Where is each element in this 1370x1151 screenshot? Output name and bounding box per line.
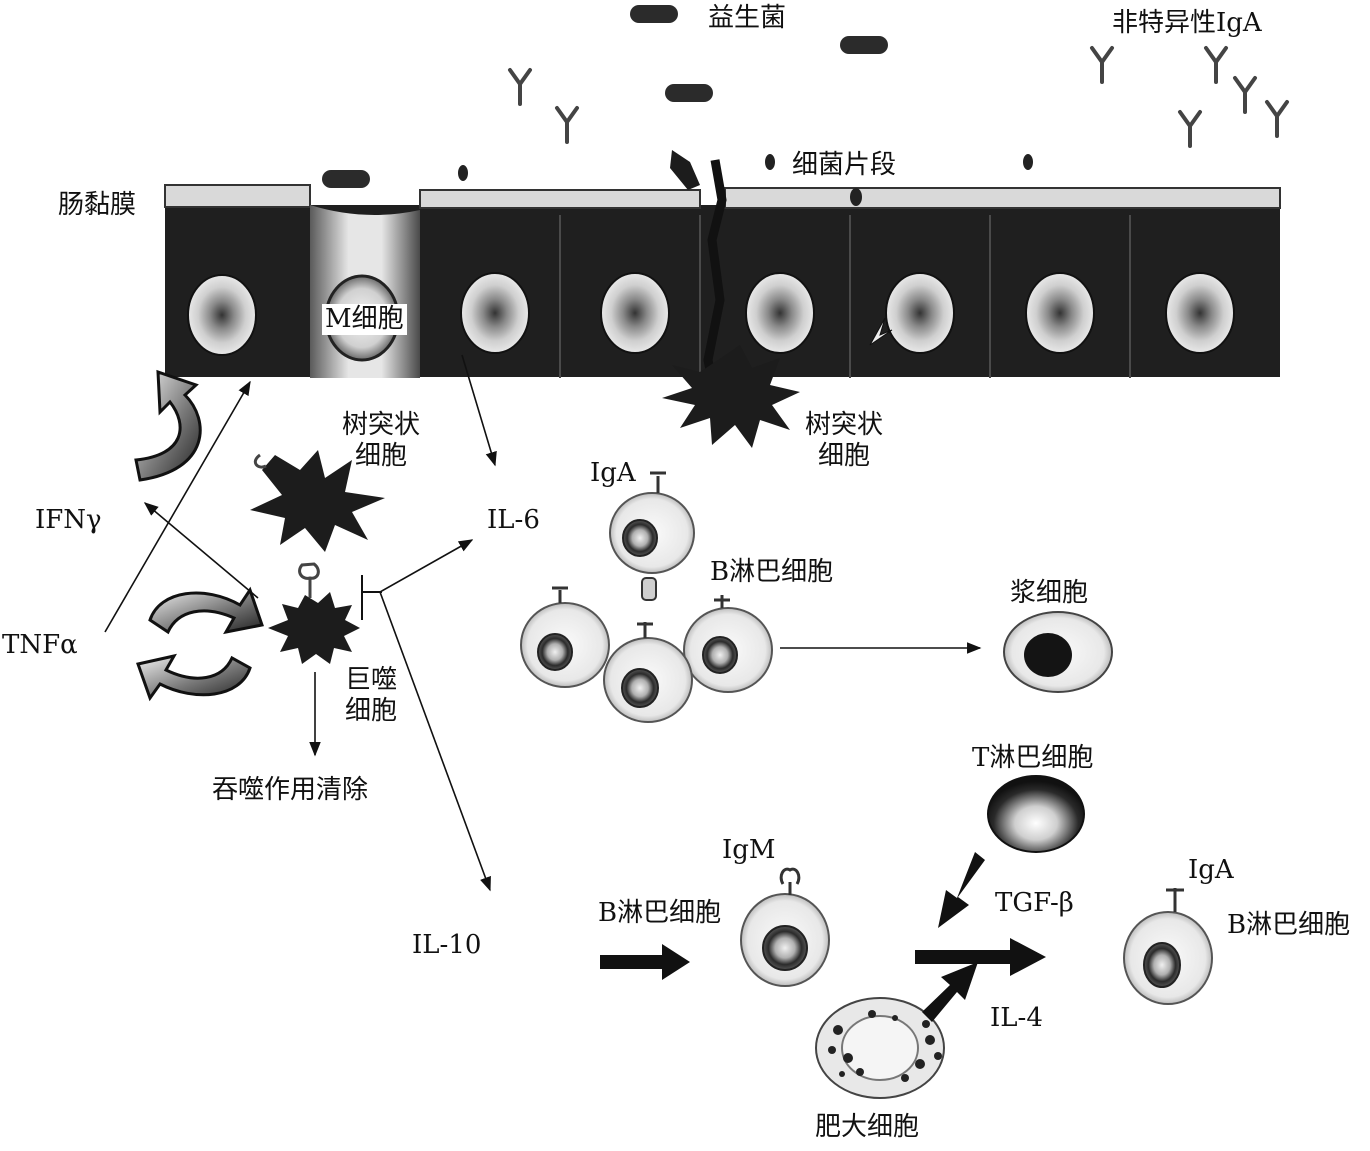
- tgf-beta-label: TGF-β: [995, 888, 1074, 918]
- phagocytic-clearance-label: 吞噬作用清除: [212, 775, 369, 805]
- intestinal-mucosa-label: 肠黏膜: [58, 190, 137, 220]
- mast-cell-shape: [815, 997, 945, 1099]
- macrophage-label: 巨噬 细胞: [345, 665, 397, 726]
- recycle-arrows: [136, 586, 264, 702]
- t-lymphocyte-label: T淋巴细胞: [972, 743, 1094, 773]
- nonspecific-iga-label: 非特异性IgA: [1112, 8, 1262, 38]
- inhibition-mark: [361, 575, 382, 620]
- dendritic-cell-left-line2: 细胞: [355, 440, 408, 471]
- igm-label: IgM: [722, 835, 776, 865]
- macrophage-shape: [268, 562, 360, 664]
- igm-b-lymphocyte-shape: [740, 867, 830, 987]
- ifn-gamma-label: IFNγ: [35, 505, 102, 535]
- tnf-alpha-label: TNFα: [2, 630, 78, 660]
- b-lymphocyte-bottom-left-label: B淋巴细胞: [598, 898, 722, 928]
- iga-top-label: IgA: [590, 458, 636, 488]
- mast-cell-label: 肥大细胞: [815, 1112, 920, 1142]
- macrophage-line2: 细胞: [345, 695, 398, 726]
- probiotics-label: 益生菌: [708, 3, 787, 33]
- nonspecific-iga-antibodies: [508, 46, 1289, 148]
- probiotic-bacteria: [322, 5, 888, 188]
- il6-label: IL-6: [487, 505, 540, 535]
- macrophage-line1: 巨噬: [345, 665, 398, 695]
- dendritic-cell-right-label: 树突状 细胞: [805, 410, 883, 471]
- b-lymphocyte-cluster: [520, 471, 773, 723]
- dendritic-cell-right-shape: [662, 150, 800, 448]
- dendritic-cell-left-shape: [250, 450, 385, 552]
- thin-arrows: [104, 354, 982, 892]
- iga-bottom-label: IgA: [1188, 855, 1234, 885]
- t-lymphocyte-shape: [987, 775, 1085, 853]
- plasma-cell-label: 浆细胞: [1010, 578, 1089, 608]
- dendritic-cell-left-label: 树突状 细胞: [342, 410, 420, 471]
- dendritic-cell-right-line2: 细胞: [818, 440, 871, 471]
- bacterial-fragment-dots: [458, 154, 1033, 206]
- curved-arrow-to-mucosa: [134, 369, 202, 482]
- thick-arrows: [600, 852, 1046, 1022]
- iga-b-lymphocyte-shape: [1123, 888, 1213, 1005]
- bacterial-fragments-label: 细菌片段: [792, 150, 897, 180]
- il10-label: IL-10: [412, 930, 482, 960]
- il4-label: IL-4: [990, 1003, 1043, 1033]
- b-lymphocyte-bottom-right-label: B淋巴细胞: [1227, 910, 1351, 940]
- dendritic-cell-right-line1: 树突状: [805, 410, 884, 440]
- m-cell-label: M细胞: [322, 304, 407, 335]
- plasma-cell-shape: [1003, 611, 1113, 693]
- b-lymphocyte-top-label: B淋巴细胞: [710, 557, 834, 587]
- dendritic-cell-left-line1: 树突状: [342, 410, 421, 440]
